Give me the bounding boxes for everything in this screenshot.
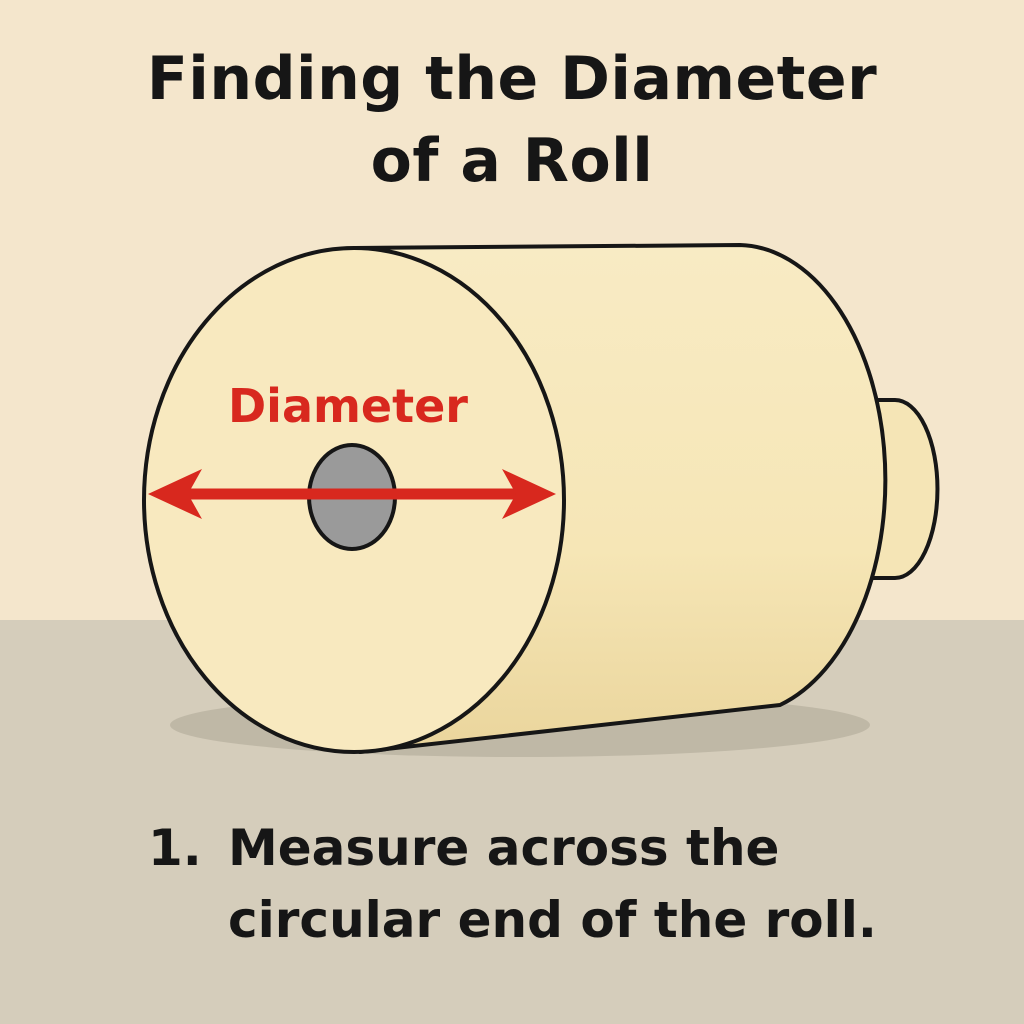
title-line-2: of a Roll (370, 126, 654, 196)
diameter-label: Diameter (228, 379, 468, 433)
arrowhead-right (502, 469, 556, 519)
step-text-line-1: Measure across the (228, 819, 780, 877)
diameter-arrow (148, 469, 556, 519)
arrowhead-left (148, 469, 202, 519)
step-text-line-2: circular end of the roll. (228, 891, 877, 949)
title-line-1: Finding the Diameter (146, 44, 878, 114)
step-number: 1. (148, 819, 202, 877)
page-title: Finding the Diameter of a Roll (0, 38, 1024, 202)
step-text: Measure across the circular end of the r… (228, 812, 948, 956)
